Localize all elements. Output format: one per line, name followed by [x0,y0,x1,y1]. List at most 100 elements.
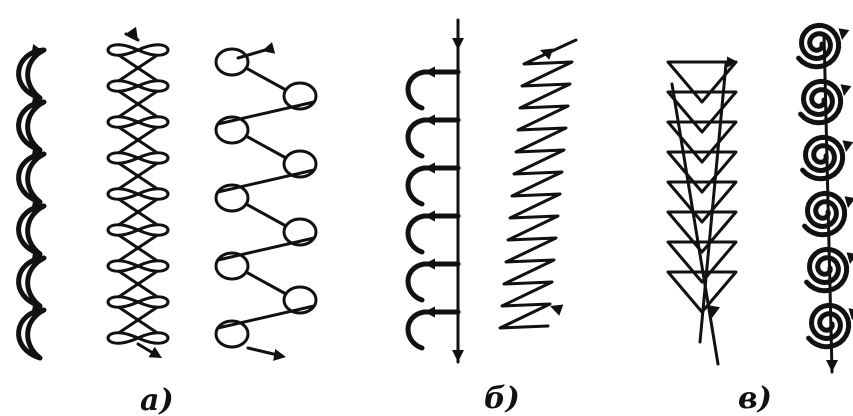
figure-eight-cross-line [118,54,158,82]
loop-ellipse [214,183,250,213]
arrow-head-icon [424,114,435,126]
crescent-stroke [16,47,47,101]
figure-eight-loop [106,151,170,165]
hook-stroke [405,213,461,255]
arrow-head-icon [31,200,44,212]
triangle-outline [666,60,738,104]
arrow-head-icon [273,349,286,361]
loop-connector-line [244,66,288,92]
loop-connector-line [244,134,288,160]
label-b: б) [484,381,520,416]
label-c: в) [738,381,772,416]
spiral-stroke [802,190,848,238]
arrow-head-icon [424,258,435,270]
triangle-motion-pattern [666,56,738,366]
spiral-stroke [800,134,846,182]
figure-eight-loop [106,79,170,93]
arrow-head-icon [31,96,44,108]
arrow-head-icon [826,360,838,372]
pattern-group-b: б) [405,18,578,416]
arrow-head-icon [31,44,44,56]
loop-ellipse [214,115,250,145]
figure-eight-loop [106,331,170,345]
loop-motion-pattern [214,42,318,361]
arrow-head-icon [452,38,464,50]
hook-stroke [405,261,461,303]
arrow-head-icon [708,305,720,318]
crescent-stroke [16,99,47,153]
figure-eight-loop [106,223,170,237]
arrow-head-icon [844,196,853,208]
figure-eight-cross-line [118,126,158,154]
label-a: а) [140,383,174,416]
hook-stroke [405,69,461,111]
figure-eight-cross-line [118,270,158,298]
arrow-head-icon [126,26,138,40]
arrow-head-icon [31,252,44,264]
crescent-stroke [16,255,47,309]
zigzag-stroke [498,38,578,330]
loop-connector-line [216,304,316,330]
entry-arrow-line [124,32,140,42]
loop-connector-line [244,270,288,296]
spiral-stroke [798,78,844,126]
figure-eight-cross-line [118,162,158,190]
arrow-head-icon [452,350,464,362]
hook-motion-pattern [405,18,464,364]
crescent-stroke [16,203,47,257]
arrow-head-icon [31,148,44,160]
arrow-head-icon [846,252,853,264]
figure-eight-motion-pattern [106,26,170,358]
figure-eight-cross-line [118,198,158,226]
arrow-head-icon [842,140,853,152]
triangle-outline [666,150,738,194]
spiral-stroke [806,302,852,350]
crescent-motion-pattern [16,44,47,361]
arrow-head-icon [540,48,554,60]
triangle-outline [666,90,738,134]
spiral-motion-pattern [796,22,853,374]
figure-eight-cross-line [118,90,158,118]
figure-eight-loop [106,259,170,273]
arrow-head-icon [848,308,853,320]
arrow-head-icon [424,306,435,318]
loop-ellipse [214,319,250,349]
arrow-head-icon [550,304,564,316]
arrow-head-icon [424,66,435,78]
triangle-outline [666,240,738,284]
triangle-outline [666,180,738,224]
arrow-head-icon [727,56,738,68]
arrow-head-icon [424,210,435,222]
arrow-head-icon [838,28,850,40]
loop-ellipse [214,47,250,77]
arrow-head-icon [424,162,435,174]
hook-stroke [405,165,461,207]
loop-ellipse [214,251,250,281]
figure-eight-loop [106,187,170,201]
spiral-stroke [804,246,850,294]
crescent-stroke [16,307,47,361]
loop-connector-line [216,100,316,126]
spiral-stroke [796,22,842,70]
figure-eight-loop [106,43,170,57]
figure-eight-loop [106,295,170,309]
arrow-head-icon [31,304,44,316]
arrow-head-icon [840,84,852,96]
pattern-group-a: а) [16,26,318,416]
crescent-stroke [16,151,47,205]
arrow-head-icon [262,42,276,54]
hook-stroke [405,117,461,159]
figure-eight-cross-line [118,306,158,334]
arrow-head-icon [148,346,162,358]
triangle-axis-line [670,82,720,366]
triangle-axis-line [698,62,728,344]
pattern-group-c: в) [666,22,853,416]
hook-stroke [405,309,461,351]
loop-connector-line [244,202,288,228]
figure-eight-cross-line [118,234,158,262]
loop-connector-line [216,168,316,194]
figure-eight-loop [106,115,170,129]
triangle-outline [666,210,738,254]
loop-connector-line [216,236,316,262]
